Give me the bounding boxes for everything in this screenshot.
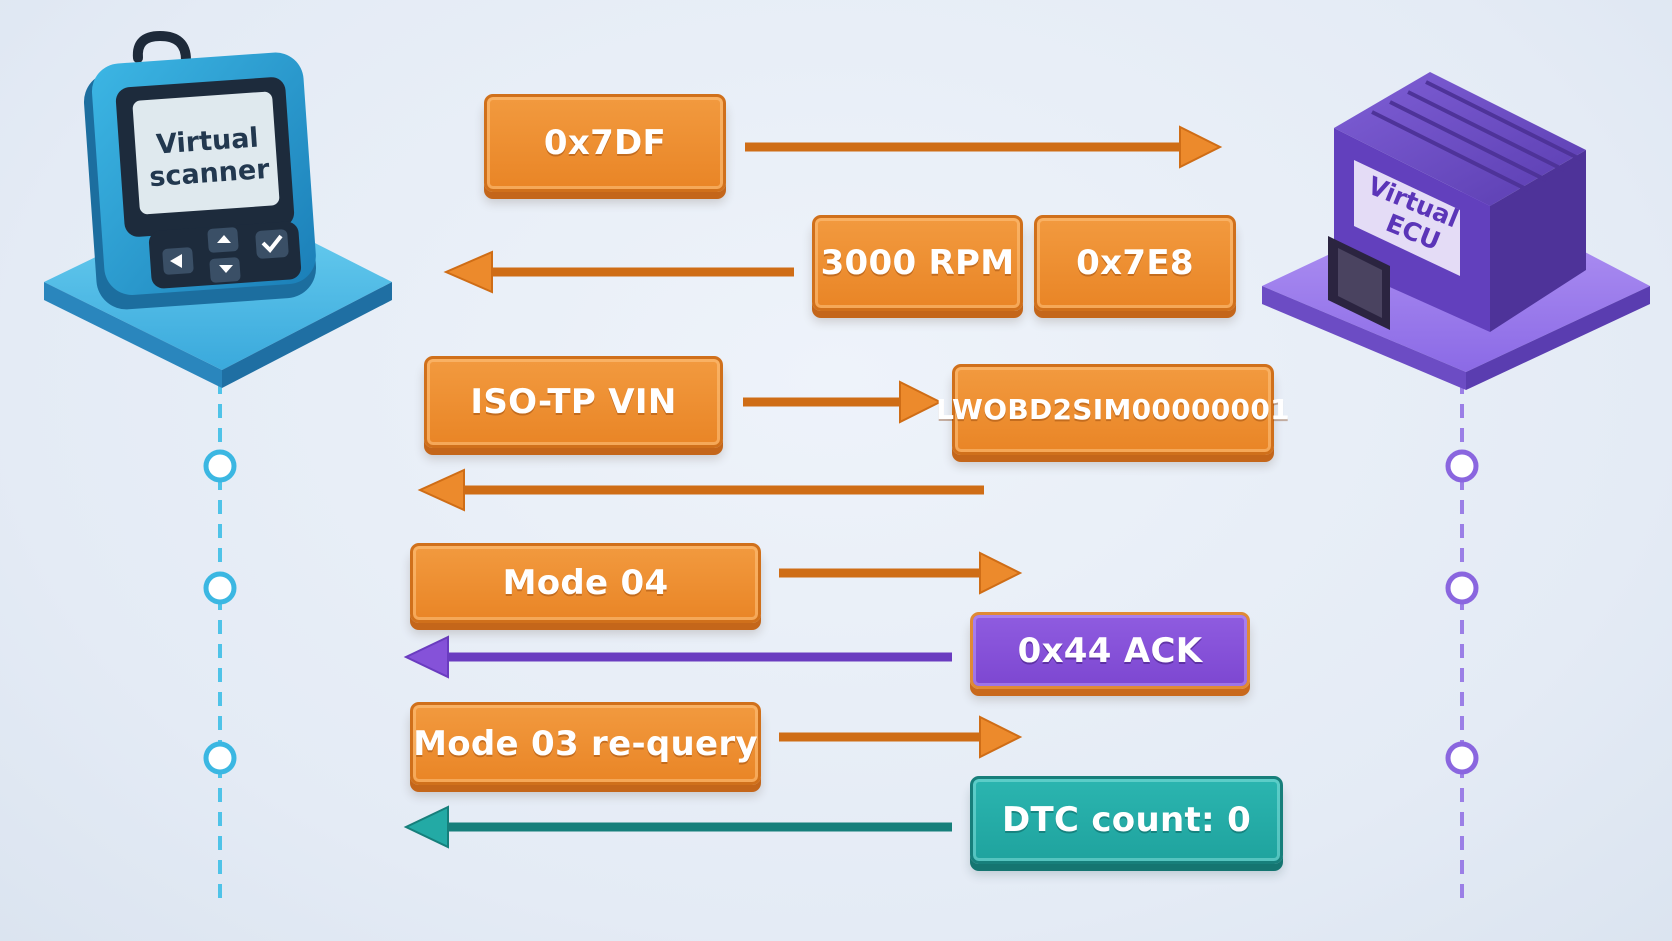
arrow-left [403, 635, 952, 679]
message-label-dtc-count: DTC count: 0 [970, 776, 1283, 864]
message-label-mode-03-re-query: Mode 03 re-query [410, 702, 761, 785]
arrow-left [417, 468, 984, 512]
message-label-0x7e8: 0x7E8 [1034, 215, 1236, 311]
lifeline-node [203, 449, 237, 483]
message-label-mode-04: Mode 04 [410, 543, 761, 623]
message-label-iso-tp-vin: ISO-TP VIN [424, 356, 723, 448]
lifeline-node [203, 741, 237, 775]
lifeline-node [1445, 571, 1479, 605]
virtual-scanner-device: Virtual scanner [44, 30, 392, 388]
message-label-vin-value: LWOBD2SIM00000001 [936, 364, 1290, 455]
scanner-lifeline-nodes [203, 449, 237, 775]
ecu-lifeline-nodes [1445, 449, 1479, 775]
message-label-0x44-ack: 0x44 ACK [970, 612, 1250, 689]
scanner-screen-line1: Virtual [155, 122, 260, 160]
arrow-right [743, 380, 943, 424]
lifeline-node [1445, 449, 1479, 483]
arrow-right [779, 715, 1023, 759]
lifeline-node [203, 571, 237, 605]
message-label-3000-rpm: 3000 RPM [812, 215, 1023, 311]
arrow-left [403, 805, 952, 849]
arrow-right [779, 551, 1023, 595]
arrow-left [443, 250, 794, 294]
virtual-ecu-device: Virtual ECU [1262, 72, 1650, 390]
arrow-right [745, 125, 1223, 169]
lifeline-node [1445, 741, 1479, 775]
message-label-0x7df: 0x7DF [484, 94, 726, 192]
message-arrows [403, 125, 1223, 849]
